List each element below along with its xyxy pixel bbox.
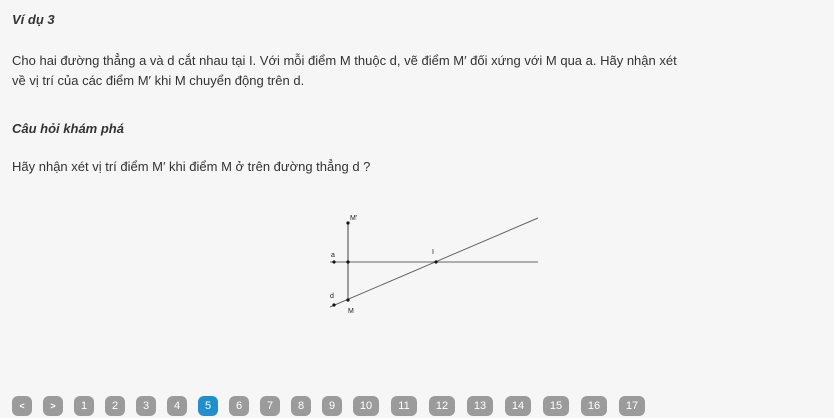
label-a: a <box>331 252 335 259</box>
page-button-15[interactable]: 15 <box>543 396 569 416</box>
chevron-left-icon: < <box>19 401 25 411</box>
pagination: < > 1 2 3 4 5 6 7 8 9 10 11 12 13 14 15 … <box>12 395 657 417</box>
page-button-6[interactable]: 6 <box>229 396 249 416</box>
point-on-d <box>332 303 336 307</box>
page-button-5[interactable]: 5 <box>198 396 218 416</box>
example-problem: Cho hai đường thẳng a và d cắt nhau tại … <box>12 51 828 91</box>
page-button-14[interactable]: 14 <box>505 396 531 416</box>
next-page-button[interactable]: > <box>43 396 63 416</box>
page-button-16[interactable]: 16 <box>581 396 607 416</box>
page-button-10[interactable]: 10 <box>353 396 379 416</box>
geometry-figure: M' a I d M <box>300 208 550 318</box>
example-title: Ví dụ 3 <box>12 12 55 27</box>
page-button-4[interactable]: 4 <box>167 396 187 416</box>
page-button-1[interactable]: 1 <box>74 396 94 416</box>
page-button-11[interactable]: 11 <box>391 396 417 416</box>
point-i <box>434 260 438 264</box>
problem-line-1: Cho hai đường thẳng a và d cắt nhau tại … <box>12 53 677 68</box>
label-m: M <box>348 308 354 315</box>
chevron-right-icon: > <box>50 401 56 411</box>
explore-title: Câu hỏi khám phá <box>12 121 124 136</box>
page-button-17[interactable]: 17 <box>619 396 645 416</box>
page-button-3[interactable]: 3 <box>136 396 156 416</box>
prev-page-button[interactable]: < <box>12 396 32 416</box>
label-d: d <box>330 293 334 300</box>
page-button-8[interactable]: 8 <box>291 396 311 416</box>
geometry-diagram: M' a I d M <box>329 215 539 315</box>
page-button-7[interactable]: 7 <box>260 396 280 416</box>
problem-line-2: về vị trí của các điểm M′ khi M chuyển đ… <box>12 73 305 88</box>
point-m <box>346 298 350 302</box>
point-m-prime <box>346 221 350 225</box>
point-on-a <box>332 260 336 264</box>
page-button-13[interactable]: 13 <box>467 396 493 416</box>
page-button-12[interactable]: 12 <box>429 396 455 416</box>
label-i: I <box>432 249 434 256</box>
line-d <box>329 217 539 308</box>
label-m-prime: M' <box>350 215 357 222</box>
page-button-2[interactable]: 2 <box>105 396 125 416</box>
page-button-9[interactable]: 9 <box>322 396 342 416</box>
point-foot <box>346 260 350 264</box>
explore-question: Hãy nhận xét vị trí điểm M′ khi điểm M ở… <box>12 159 371 174</box>
